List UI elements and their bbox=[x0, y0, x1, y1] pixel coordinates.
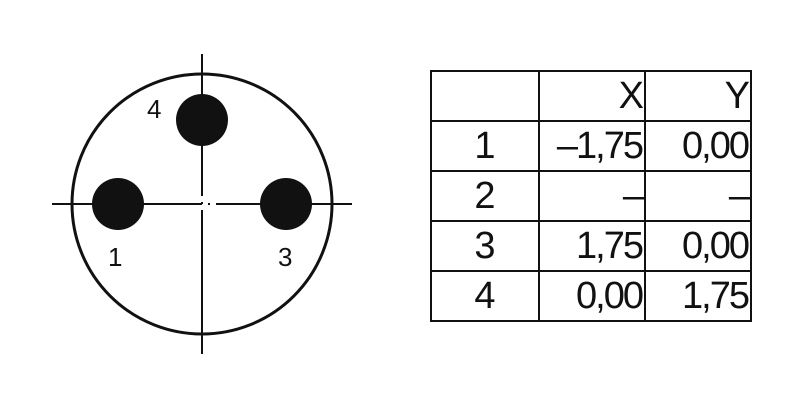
pin-1-label: 1 bbox=[108, 242, 122, 272]
pin-number-cell: 3 bbox=[430, 220, 540, 272]
pin-number-cell: 4 bbox=[430, 270, 540, 322]
table-row: 3 1,75 0,00 bbox=[430, 220, 752, 272]
y-value-cell: 0,00 bbox=[644, 220, 752, 272]
table-row: 2 – – bbox=[430, 170, 752, 222]
table-row: 4 0,00 1,75 bbox=[430, 270, 752, 322]
pin-number-cell: 2 bbox=[430, 170, 540, 222]
header-cell-y: Y bbox=[644, 70, 752, 122]
pin-4-label: 4 bbox=[147, 94, 161, 124]
y-value-cell: – bbox=[644, 170, 752, 222]
pin-coordinate-table: X Y 1 –1,75 0,00 2 – – 3 1,75 0,00 4 0,0… bbox=[430, 70, 752, 322]
pin-4-contact bbox=[176, 94, 228, 146]
y-value-cell: 1,75 bbox=[644, 270, 752, 322]
connector-face-diagram: 1 3 4 bbox=[52, 54, 352, 354]
x-value-cell: 1,75 bbox=[538, 220, 646, 272]
pin-1-contact bbox=[92, 178, 144, 230]
table-header-row: X Y bbox=[430, 70, 752, 122]
y-value-cell: 0,00 bbox=[644, 120, 752, 172]
header-cell-empty bbox=[430, 70, 540, 122]
x-value-cell: 0,00 bbox=[538, 270, 646, 322]
pin-number-cell: 1 bbox=[430, 120, 540, 172]
header-cell-x: X bbox=[538, 70, 646, 122]
x-value-cell: – bbox=[538, 170, 646, 222]
pin-3-contact bbox=[260, 178, 312, 230]
pin-3-label: 3 bbox=[278, 242, 292, 272]
table-row: 1 –1,75 0,00 bbox=[430, 120, 752, 172]
x-value-cell: –1,75 bbox=[538, 120, 646, 172]
